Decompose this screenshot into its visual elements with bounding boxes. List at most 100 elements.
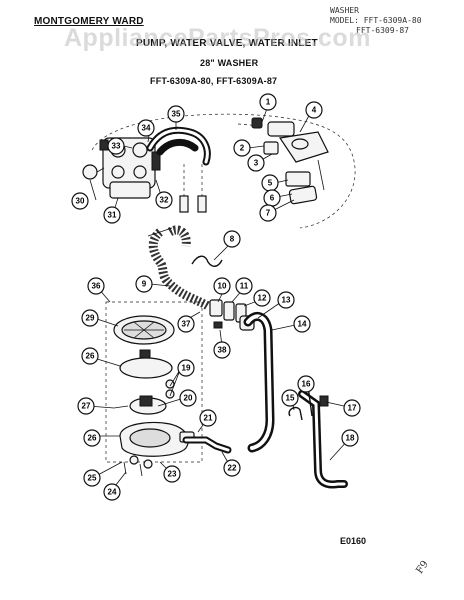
svg-text:17: 17 xyxy=(348,404,357,413)
svg-text:37: 37 xyxy=(182,320,191,329)
callout-29: 29 xyxy=(81,309,99,327)
svg-text:7: 7 xyxy=(266,209,271,218)
hose-clamp xyxy=(191,255,223,267)
callout-35: 35 xyxy=(167,105,185,123)
pump-screw xyxy=(113,405,129,409)
svg-text:3: 3 xyxy=(254,159,259,168)
svg-text:5: 5 xyxy=(268,179,273,188)
water-inlet-assembly xyxy=(251,117,329,205)
svg-text:15: 15 xyxy=(286,394,295,403)
diagram-title: PUMP, WATER VALVE, WATER INLET xyxy=(136,38,318,49)
callout-38: 38 xyxy=(213,341,231,359)
callout-5: 5 xyxy=(261,174,279,192)
callout-26-upper: 26 xyxy=(81,347,99,365)
model-numbers: FFT-6309A-80, FFT-6309A-87 xyxy=(150,76,278,86)
callout-23: 23 xyxy=(163,465,181,483)
svg-text:12: 12 xyxy=(258,294,267,303)
inlet-fitting-right xyxy=(197,195,207,213)
svg-text:13: 13 xyxy=(282,296,291,305)
svg-text:24: 24 xyxy=(108,488,117,497)
svg-text:1: 1 xyxy=(266,98,271,107)
callout-32: 32 xyxy=(155,191,173,209)
watermark: AppliancePartsPros.com xyxy=(64,24,371,52)
pump-housing xyxy=(119,421,195,469)
callout-30: 30 xyxy=(71,192,89,210)
callout-12: 12 xyxy=(253,289,271,307)
svg-text:25: 25 xyxy=(88,474,97,483)
impeller xyxy=(129,379,175,415)
callout-6: 6 xyxy=(263,189,281,207)
pump-hose xyxy=(243,312,275,453)
pump-boundary xyxy=(105,301,203,463)
svg-text:20: 20 xyxy=(184,394,193,403)
callout-26-lower: 26 xyxy=(83,429,101,447)
svg-text:21: 21 xyxy=(204,414,213,423)
callout-24: 24 xyxy=(103,483,121,501)
drain-hose xyxy=(147,225,211,310)
callout-1: 1 xyxy=(259,93,277,111)
svg-text:22: 22 xyxy=(228,464,237,473)
callout-3: 3 xyxy=(247,154,265,172)
callout-21: 21 xyxy=(199,409,217,427)
svg-text:26: 26 xyxy=(88,434,97,443)
callout-7: 7 xyxy=(259,204,277,222)
svg-text:27: 27 xyxy=(82,402,91,411)
svg-text:11: 11 xyxy=(240,282,249,291)
inlet-fitting-left xyxy=(179,195,189,213)
callout-16: 16 xyxy=(297,375,315,393)
callout-37: 37 xyxy=(177,315,195,333)
svg-text:26: 26 xyxy=(86,352,95,361)
callout-10: 10 xyxy=(213,277,231,295)
svg-text:32: 32 xyxy=(160,196,169,205)
drain-pipe xyxy=(298,390,348,489)
svg-text:10: 10 xyxy=(218,282,227,291)
svg-text:23: 23 xyxy=(168,470,177,479)
pump-filter xyxy=(113,315,175,345)
callout-31: 31 xyxy=(103,206,121,224)
brand-name: MONTGOMERY WARD xyxy=(34,16,144,27)
figure-code: E0160 xyxy=(340,536,367,546)
callout-34: 34 xyxy=(137,119,155,137)
callout-4: 4 xyxy=(305,101,323,119)
callout-19: 19 xyxy=(177,359,195,377)
svg-text:29: 29 xyxy=(86,314,95,323)
callout-20: 20 xyxy=(179,389,197,407)
callout-36: 36 xyxy=(87,277,105,295)
callout-33: 33 xyxy=(107,137,125,155)
model-label-line2: MODEL: FFT-6309A-80 xyxy=(330,16,422,25)
diagram-subtitle: 28" WASHER xyxy=(200,58,259,68)
model-label-line3: FFT-6309-87 xyxy=(356,26,409,35)
callout-13: 13 xyxy=(277,291,295,309)
svg-text:36: 36 xyxy=(92,282,101,291)
svg-text:35: 35 xyxy=(172,110,181,119)
svg-text:31: 31 xyxy=(108,211,117,220)
callout-18: 18 xyxy=(341,429,359,447)
callout-11: 11 xyxy=(235,277,253,295)
svg-text:34: 34 xyxy=(142,124,151,133)
callout-15: 15 xyxy=(281,389,299,407)
inlet-hose xyxy=(146,126,211,166)
callout-2: 2 xyxy=(233,139,251,157)
svg-text:18: 18 xyxy=(346,434,355,443)
svg-text:14: 14 xyxy=(298,320,307,329)
svg-text:38: 38 xyxy=(218,346,227,355)
svg-text:8: 8 xyxy=(230,235,235,244)
svg-text:30: 30 xyxy=(76,197,85,206)
callout-25: 25 xyxy=(83,469,101,487)
svg-text:2: 2 xyxy=(240,144,245,153)
callout-8: 8 xyxy=(223,230,241,248)
svg-text:33: 33 xyxy=(112,142,121,151)
svg-text:6: 6 xyxy=(270,194,275,203)
pump-cover xyxy=(119,349,173,379)
callout-22: 22 xyxy=(223,459,241,477)
svg-text:9: 9 xyxy=(142,280,147,289)
callout-9: 9 xyxy=(135,275,153,293)
svg-text:19: 19 xyxy=(182,364,191,373)
svg-text:4: 4 xyxy=(312,106,317,115)
model-label-line1: WASHER xyxy=(330,6,359,15)
callout-27: 27 xyxy=(77,397,95,415)
hose-fittings xyxy=(209,299,255,331)
callout-17: 17 xyxy=(343,399,361,417)
callout-14: 14 xyxy=(293,315,311,333)
